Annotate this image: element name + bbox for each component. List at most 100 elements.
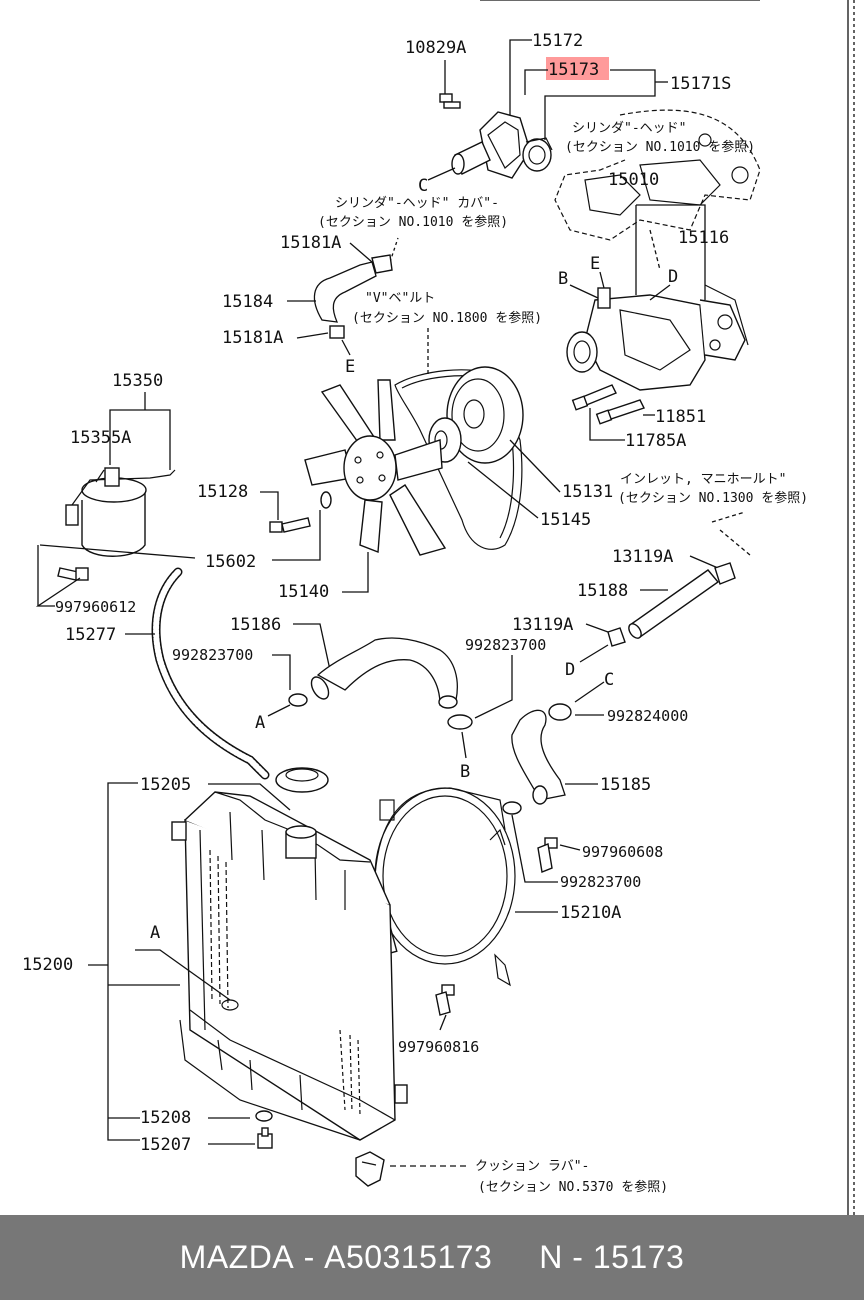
label-15128[interactable]: 15128	[197, 482, 248, 502]
label-15184[interactable]: 15184	[222, 292, 273, 312]
label-15185[interactable]: 15185	[600, 775, 651, 795]
note-inlet-manifold-section: (セクション NO.1300 を参照)	[618, 490, 808, 506]
bolt-10829A	[439, 93, 461, 109]
label-15172[interactable]: 15172	[532, 31, 583, 51]
letter-D: D	[668, 267, 678, 287]
label-13119A-mid[interactable]: 13119A	[512, 615, 573, 635]
letter-E: E	[590, 254, 600, 274]
radiator-cap	[275, 767, 329, 793]
part-footer: MAZDA - A50315173 N - 15173	[0, 1215, 864, 1300]
label-15188[interactable]: 15188	[577, 581, 628, 601]
note-vbelt-section: (セクション NO.1800 を参照)	[352, 310, 542, 326]
label-15131[interactable]: 15131	[562, 482, 613, 502]
drain-plug-15207	[257, 1127, 273, 1149]
pipe-15188	[628, 569, 720, 638]
note-inlet-manifold: インレット, マニホールト"	[620, 472, 786, 487]
hose-15185	[511, 709, 566, 801]
label-992823700-mid[interactable]: 992823700	[465, 636, 546, 654]
fan-shroud-15210A	[372, 787, 516, 987]
label-15602[interactable]: 15602	[205, 552, 256, 572]
leader-line	[509, 39, 532, 135]
label-15277[interactable]: 15277	[65, 625, 116, 645]
brand-name: MAZDA	[179, 1239, 295, 1275]
clamp-15181A	[329, 325, 345, 339]
label-15181A-bottom[interactable]: 15181A	[222, 328, 283, 348]
reservoir-tank-15350	[65, 467, 176, 557]
label-997960612[interactable]: 997960612	[55, 598, 136, 616]
label-15355A[interactable]: 15355A	[70, 428, 131, 448]
hose-clamp-992824000	[548, 703, 572, 721]
radiator-15200	[171, 791, 408, 1141]
letter-E-hose: E	[345, 357, 355, 377]
separator: -	[294, 1239, 325, 1275]
label-15181A-top[interactable]: 15181A	[280, 233, 341, 253]
leader-line	[524, 69, 548, 95]
letter-C-clamp: C	[604, 670, 614, 690]
note-cushion-rubber: クッション ラバ"-	[475, 1159, 589, 1174]
cylinder-head-outline	[554, 109, 761, 241]
separator: -	[562, 1239, 593, 1275]
letter-C: C	[418, 176, 428, 196]
label-15208[interactable]: 15208	[140, 1108, 191, 1128]
label-15186[interactable]: 15186	[230, 615, 281, 635]
hose-clamp-15181A	[371, 254, 393, 274]
cushion-rubber	[355, 1151, 385, 1187]
bolts-11851-11785A	[571, 384, 645, 425]
plug-13119A-top	[714, 562, 736, 585]
letter-A-clamp: A	[255, 713, 265, 733]
plug-13119A-mid	[607, 627, 626, 647]
hose-15184	[313, 261, 377, 323]
label-15145[interactable]: 15145	[540, 510, 591, 530]
note-cylinder-head-section: (セクション NO.1010 を参照)	[565, 139, 755, 155]
label-15173[interactable]: 15173	[548, 60, 599, 80]
bolt-15128	[269, 517, 311, 533]
bolt-997960608	[537, 837, 558, 873]
water-pump-assembly	[566, 284, 749, 391]
label-11785A[interactable]: 11785A	[625, 431, 686, 451]
parts-diagram: 10829A 15172 15173 15171S C シリンダ"-ヘッド" (…	[22, 0, 855, 1215]
label-992823700-left[interactable]: 992823700	[172, 646, 253, 664]
note-cushion-rubber-section: (セクション NO.5370 を参照)	[478, 1179, 668, 1195]
part-code: 15173	[592, 1239, 685, 1275]
label-992823700-lower[interactable]: 992823700	[560, 873, 641, 891]
label-15116[interactable]: 15116	[678, 228, 729, 248]
bolt-997960612	[57, 567, 89, 581]
label-15010[interactable]: 15010	[608, 170, 659, 190]
note-head-cover-section: (セクション NO.1010 を参照)	[318, 214, 508, 230]
part-number: A50315173	[324, 1239, 493, 1275]
bolt-997960816	[435, 984, 455, 1016]
hose-clamp-mid	[447, 714, 473, 730]
spacer	[492, 1239, 539, 1276]
label-15140[interactable]: 15140	[278, 582, 329, 602]
label-15210A[interactable]: 15210A	[560, 903, 621, 923]
leader-line	[427, 167, 456, 181]
letter-D-pipe: D	[565, 660, 575, 680]
label-997960816[interactable]: 997960816	[398, 1038, 479, 1056]
hose-clamp-lower	[502, 801, 522, 815]
letter-B: B	[558, 269, 568, 289]
label-15171S[interactable]: 15171S	[670, 74, 731, 94]
hose-15186	[316, 637, 458, 706]
note-cylinder-head: シリンダ"-ヘッド"	[572, 121, 686, 136]
hose-clamp-left	[288, 693, 308, 707]
label-13119A-top[interactable]: 13119A	[612, 547, 673, 567]
label-11851[interactable]: 11851	[655, 407, 706, 427]
label-15205[interactable]: 15205	[140, 775, 191, 795]
label-10829A[interactable]: 10829A	[405, 38, 466, 58]
letter-B-clamp: B	[460, 762, 470, 782]
overflow-hose-15277	[151, 567, 270, 780]
label-15350[interactable]: 15350	[112, 371, 163, 391]
note-head-cover: シリンダ"-ヘッド" カバ"-	[335, 196, 499, 211]
label-15207[interactable]: 15207	[140, 1135, 191, 1155]
water-outlet-assembly	[451, 111, 553, 179]
gasket-15208	[255, 1110, 273, 1122]
code-prefix: N	[539, 1239, 563, 1275]
pulley-15131	[446, 366, 524, 464]
label-992824000[interactable]: 992824000	[607, 707, 688, 725]
label-997960608[interactable]: 997960608	[582, 843, 663, 861]
highlight-box	[546, 57, 609, 80]
letter-A-radiator: A	[150, 923, 160, 943]
leader-line	[544, 69, 656, 140]
label-15200[interactable]: 15200	[22, 955, 73, 975]
washer-15602	[320, 491, 332, 509]
